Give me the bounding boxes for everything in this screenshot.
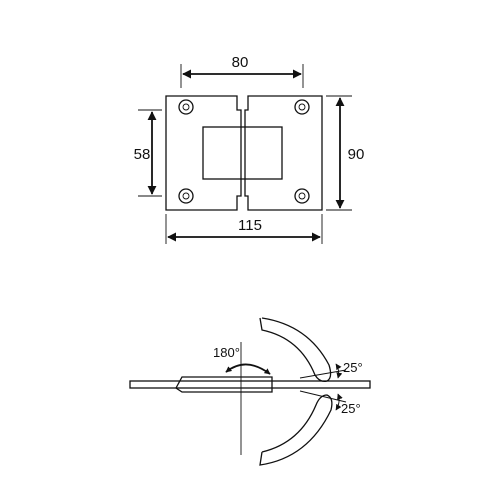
- upper-swing-arm: [259, 317, 332, 383]
- angle-label-swing: 180°: [213, 345, 240, 360]
- lower-swing-arm: [259, 394, 333, 466]
- angle-label-upper: 25°: [343, 360, 363, 375]
- screw-hole-top-left: [178, 99, 194, 115]
- left-plate: [165, 95, 242, 211]
- swing-arc-arrow: [225, 363, 271, 375]
- lower-tilt-arrow: [335, 393, 343, 411]
- hinge-swing-view: 180° 25° 25°: [129, 317, 371, 466]
- screw-hole-top-right: [294, 99, 310, 115]
- dim-label-right: 90: [348, 146, 365, 163]
- hinge-body: [175, 376, 273, 393]
- angle-label-lower: 25°: [341, 401, 361, 416]
- hinge-front-view: 80 58 90 115: [134, 54, 365, 244]
- dim-label-top: 80: [232, 54, 249, 71]
- dim-label-left: 58: [134, 146, 151, 163]
- center-knuckle: [202, 126, 283, 180]
- right-plate: [244, 95, 323, 211]
- upper-tilt-arrow: [335, 363, 343, 379]
- screw-hole-bottom-right: [294, 188, 310, 204]
- dim-label-bottom: 115: [238, 217, 262, 234]
- screw-hole-bottom-left: [178, 188, 194, 204]
- glass-panel: [129, 380, 371, 389]
